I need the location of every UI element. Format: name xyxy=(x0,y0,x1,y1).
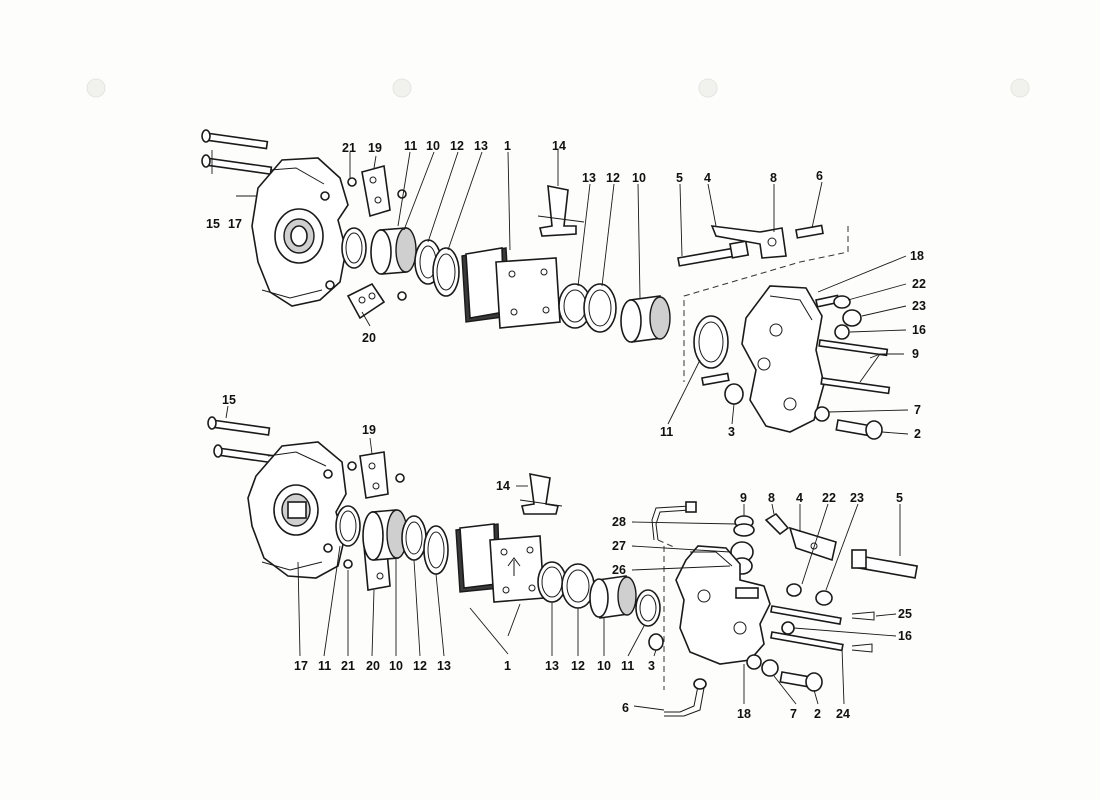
top-callout-19: 19 xyxy=(368,141,382,155)
top-callout-15: 15 xyxy=(206,217,220,231)
bottom-left-piston-set xyxy=(335,505,449,575)
top-callout-4: 4 xyxy=(704,171,711,185)
top-left-piston-set xyxy=(341,227,460,297)
bottom-callout-21: 21 xyxy=(341,659,355,673)
top-callout-23: 23 xyxy=(912,299,926,313)
bottom-callout-1: 1 xyxy=(504,659,511,673)
bottom-leader-lines xyxy=(225,405,901,711)
bottom-callout-10-left: 10 xyxy=(389,659,403,673)
bottom-callout-27: 27 xyxy=(612,539,626,553)
top-callout-22: 22 xyxy=(912,277,926,291)
top-callout-20: 20 xyxy=(362,331,376,345)
top-callout-21: 21 xyxy=(342,141,356,155)
page-punch-holes xyxy=(86,78,1030,98)
top-callout-13-left: 13 xyxy=(474,139,488,153)
bottom-callout-20: 20 xyxy=(366,659,380,673)
top-callout-8: 8 xyxy=(770,171,777,185)
top-callout-labels: 15 17 21 19 20 11 10 12 13 1 14 13 12 10… xyxy=(206,139,926,441)
top-right-piston-set xyxy=(558,283,671,343)
top-bleeder-and-bracket xyxy=(677,224,824,267)
top-callout-10-right: 10 xyxy=(632,171,646,185)
bottom-callout-14: 14 xyxy=(496,479,510,493)
bottom-callout-25: 25 xyxy=(898,607,912,621)
bottom-callout-12-right: 12 xyxy=(571,659,585,673)
bottom-callout-5: 5 xyxy=(896,491,903,505)
top-caliper-half-inner xyxy=(741,285,825,433)
bottom-callout-7: 7 xyxy=(790,707,797,721)
bottom-callout-28: 28 xyxy=(612,515,626,529)
top-callout-3: 3 xyxy=(728,425,735,439)
top-callout-7: 7 xyxy=(914,403,921,417)
bottom-caliper-bolts xyxy=(207,416,277,464)
top-callout-10-left: 10 xyxy=(426,139,440,153)
top-callout-12-right: 12 xyxy=(606,171,620,185)
bottom-callout-26: 26 xyxy=(612,563,626,577)
top-callout-13-right: 13 xyxy=(582,171,596,185)
bottom-callout-labels: 15 19 14 9 8 4 22 23 5 28 27 26 25 16 17… xyxy=(222,393,912,721)
bottom-assembly-guide-line xyxy=(657,539,677,690)
top-pad-spring-clip xyxy=(537,185,585,237)
bottom-callout-22: 22 xyxy=(822,491,836,505)
bottom-callout-13-left: 13 xyxy=(437,659,451,673)
top-brake-caliper-assembly: 15 17 21 19 20 11 10 12 13 1 14 13 12 10… xyxy=(201,129,926,441)
bottom-caliper-half-outer xyxy=(247,441,347,579)
top-caliper-half-outer xyxy=(251,157,349,307)
bottom-callout-16: 16 xyxy=(898,629,912,643)
top-callout-12-left: 12 xyxy=(450,139,464,153)
top-callout-14: 14 xyxy=(552,139,566,153)
top-callout-1: 1 xyxy=(504,139,511,153)
bottom-callout-2: 2 xyxy=(814,707,821,721)
bottom-mounting-bracket xyxy=(764,512,919,606)
bottom-callout-17: 17 xyxy=(294,659,308,673)
top-assembly-guide-line xyxy=(683,226,849,382)
bottom-callout-12-left: 12 xyxy=(413,659,427,673)
bottom-callout-24: 24 xyxy=(836,707,850,721)
top-callout-17: 17 xyxy=(228,217,242,231)
top-callout-6: 6 xyxy=(816,169,823,183)
top-brake-pads xyxy=(461,247,561,329)
top-leader-lines xyxy=(211,150,909,435)
bottom-callout-8: 8 xyxy=(768,491,775,505)
bottom-pad-spring-clip xyxy=(519,472,563,515)
bottom-callout-18: 18 xyxy=(737,707,751,721)
bottom-callout-11-right: 11 xyxy=(621,659,634,673)
bottom-callout-19: 19 xyxy=(362,423,376,437)
bottom-callout-11-left: 11 xyxy=(318,659,331,673)
bottom-callout-10-right: 10 xyxy=(597,659,611,673)
top-callout-16: 16 xyxy=(912,323,926,337)
bottom-callout-9: 9 xyxy=(740,491,747,505)
top-caliper-bolts xyxy=(201,129,273,176)
bottom-callout-13-right: 13 xyxy=(545,659,559,673)
top-small-fittings xyxy=(693,294,891,440)
bottom-brake-caliper-assembly: 15 19 14 9 8 4 22 23 5 28 27 26 25 16 17… xyxy=(207,393,919,721)
top-callout-5: 5 xyxy=(676,171,683,185)
bottom-caliper-half-inner xyxy=(675,545,771,665)
bottom-callout-23: 23 xyxy=(850,491,864,505)
bottom-right-piston-set xyxy=(537,561,664,651)
top-pad-retainers xyxy=(346,164,407,320)
bottom-brake-pads xyxy=(455,523,545,603)
bottom-brake-lines xyxy=(651,501,707,717)
top-callout-2: 2 xyxy=(914,427,921,441)
bottom-callout-3: 3 xyxy=(648,659,655,673)
bottom-callout-6: 6 xyxy=(622,701,629,715)
top-callout-18: 18 xyxy=(910,249,924,263)
bottom-callout-15: 15 xyxy=(222,393,236,407)
bottom-pins-and-bolts xyxy=(746,605,875,692)
top-callout-9: 9 xyxy=(912,347,919,361)
bottom-callout-4: 4 xyxy=(796,491,803,505)
top-callout-11-right: 11 xyxy=(660,425,673,439)
top-callout-11-left: 11 xyxy=(404,139,417,153)
